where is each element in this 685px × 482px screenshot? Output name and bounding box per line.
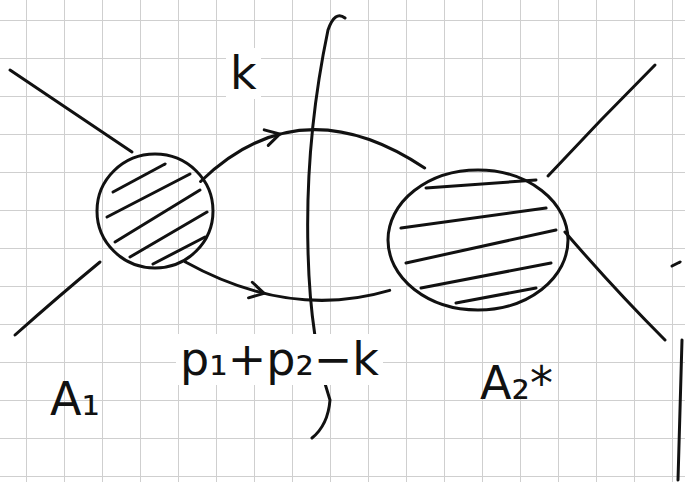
amplitude-label: A₂* bbox=[480, 358, 553, 409]
external-leg bbox=[565, 232, 665, 340]
external-leg bbox=[548, 65, 655, 176]
momentum-label: p₁+p₂−k bbox=[176, 334, 383, 385]
amplitude-blob: A₁ bbox=[95, 152, 215, 270]
margin-stroke bbox=[678, 340, 682, 480]
propagator-line bbox=[185, 262, 390, 301]
external-leg bbox=[10, 70, 132, 152]
propagator-line bbox=[201, 130, 425, 182]
momentum-label: k bbox=[226, 48, 261, 99]
blob-outline bbox=[95, 152, 215, 270]
external-leg bbox=[15, 262, 100, 335]
amplitude-blob: A₂* bbox=[386, 168, 570, 312]
amplitude-label: A₁ bbox=[50, 374, 100, 425]
margin-stroke bbox=[672, 262, 680, 266]
blob-outline bbox=[386, 168, 570, 312]
